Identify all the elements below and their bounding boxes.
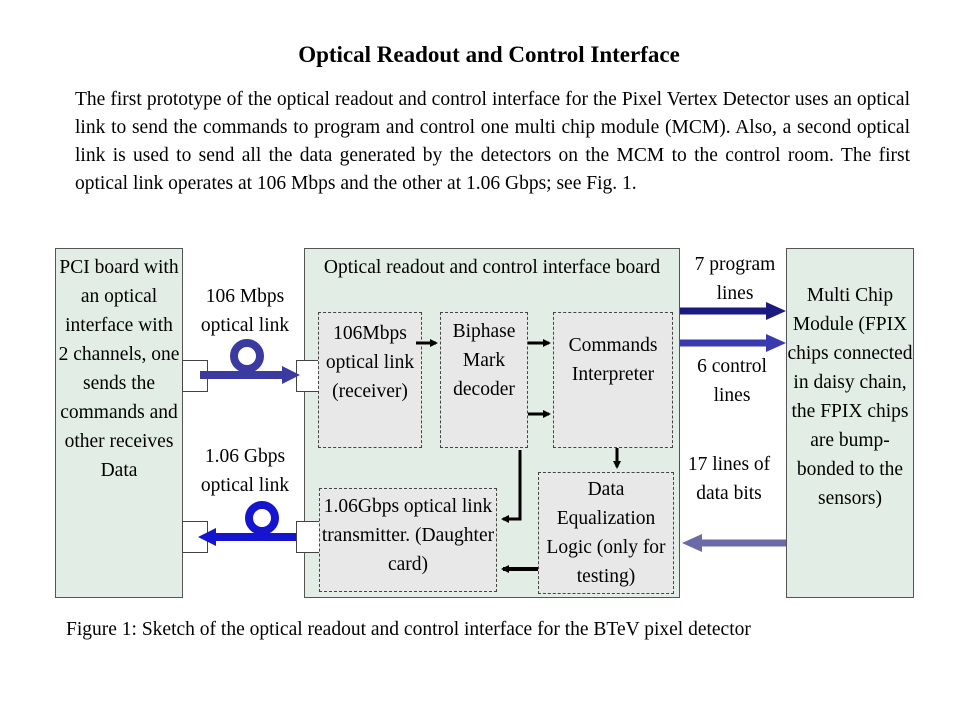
arrow-biphase-to-transmitter xyxy=(501,450,522,523)
mcm-label: Multi Chip Module (FPIX chips connected … xyxy=(787,285,913,509)
data-lines-arrow xyxy=(682,534,786,552)
commands-interpreter-block: Commands Interpreter xyxy=(553,312,673,448)
pci-board-box: PCI board with an optical interface with… xyxy=(55,248,183,598)
program-lines-arrow xyxy=(680,302,786,320)
interface-board-label: Optical readout and control interface bo… xyxy=(323,257,661,278)
equalization-block: Data Equalization Logic (only for testin… xyxy=(538,472,674,594)
fiber-loop-bottom-icon xyxy=(245,501,279,535)
fiber-loop-top-icon xyxy=(230,339,264,373)
control-lines-label: 6 control lines xyxy=(697,356,767,406)
receiver-block: 106Mbps optical link (receiver) xyxy=(318,312,422,448)
transmitter-block: 1.06Gbps optical link transmitter. (Daug… xyxy=(319,488,497,592)
biphase-decoder-block: Biphase Mark decoder xyxy=(440,312,528,448)
pci-board-label: PCI board with an optical interface with… xyxy=(58,257,180,481)
intro-paragraph: The first prototype of the optical reado… xyxy=(75,89,910,194)
figure-caption: Figure 1: Sketch of the optical readout … xyxy=(66,619,751,640)
control-lines-arrow xyxy=(680,334,786,352)
page-title: Optical Readout and Control Interface xyxy=(298,42,680,67)
program-lines-label: 7 program lines xyxy=(694,254,776,304)
fiber-106g-arrow xyxy=(198,528,296,546)
data-lines-label: 17 lines of data bits xyxy=(687,454,771,504)
link-106-label: 106 Mbps optical link xyxy=(200,286,290,336)
mcm-box: Multi Chip Module (FPIX chips connected … xyxy=(786,248,914,598)
link-106g-label: 1.06 Gbps optical link xyxy=(200,446,290,496)
board-port-bottom xyxy=(296,521,322,553)
fiber-106-arrow xyxy=(200,366,300,384)
